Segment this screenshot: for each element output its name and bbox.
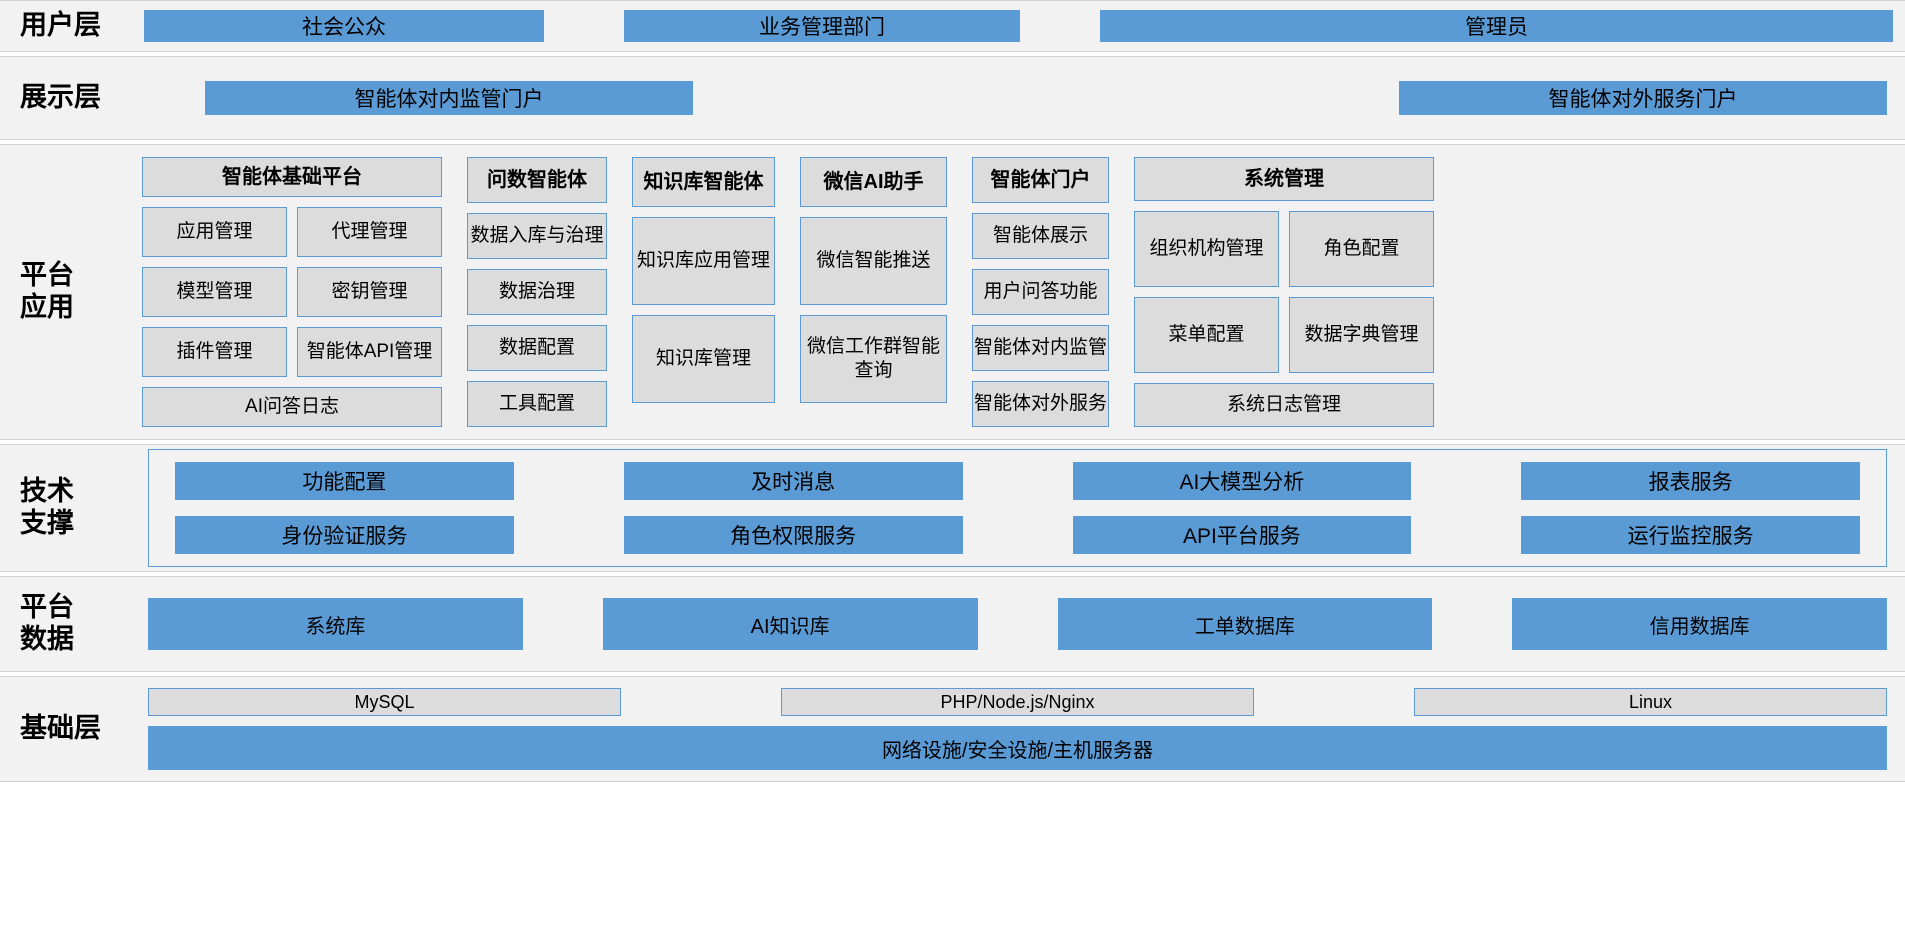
agent-external-service-box[interactable]: 智能体对外服务	[972, 381, 1109, 427]
data-ingestion-governance-box[interactable]: 数据入库与治理	[467, 213, 607, 259]
wechat-group-smart-query-box[interactable]: 微信工作群智能查询	[800, 315, 947, 403]
tool-configuration-box[interactable]: 工具配置	[467, 381, 607, 427]
layer-label-technical-support: 技术 支撑	[20, 476, 74, 538]
column-head-system-management[interactable]: 系统管理	[1134, 157, 1434, 201]
layer-body-platform-data: 系统库 AI知识库 工单数据库 信用数据库	[140, 577, 1905, 671]
layer-platform-application: 平台 应用 智能体基础平台 应用管理 代理管理 模型管理 密钥管理 插件管理 智…	[0, 144, 1905, 440]
layer-body-user: 社会公众 业务管理部门 管理员	[140, 1, 1905, 51]
platform-column-knowledge-base-agent: 知识库智能体 知识库应用管理 知识库管理	[632, 157, 775, 427]
credit-database-box[interactable]: 信用数据库	[1512, 598, 1887, 650]
ai-large-model-analysis-box[interactable]: AI大模型分析	[1072, 462, 1412, 500]
layer-label-platform-data: 平台 数据	[20, 592, 74, 654]
platform-row: 模型管理 密钥管理	[142, 267, 442, 317]
platform-row: 插件管理 智能体API管理	[142, 327, 442, 377]
column-head-wechat-ai-assistant[interactable]: 微信AI助手	[800, 157, 947, 207]
user-box-business-dept[interactable]: 业务管理部门	[624, 10, 1020, 42]
layer-infrastructure: 基础层 MySQL PHP/Node.js/Nginx Linux 网络设施/安…	[0, 676, 1905, 782]
user-box-admin[interactable]: 管理员	[1100, 10, 1893, 42]
data-dictionary-management-box[interactable]: 数据字典管理	[1289, 297, 1434, 373]
ai-knowledge-base-box[interactable]: AI知识库	[602, 598, 978, 650]
org-structure-management-box[interactable]: 组织机构管理	[1134, 211, 1279, 287]
key-management-box[interactable]: 密钥管理	[297, 267, 442, 317]
platform-row: 应用管理 代理管理	[142, 207, 442, 257]
identity-authentication-service-box[interactable]: 身份验证服务	[175, 516, 514, 554]
user-qa-function-box[interactable]: 用户问答功能	[972, 269, 1109, 315]
platform-row: 菜单配置 数据字典管理	[1134, 297, 1434, 373]
column-head-agent-base[interactable]: 智能体基础平台	[142, 157, 442, 197]
knowledge-base-app-management-box[interactable]: 知识库应用管理	[632, 217, 775, 305]
ai-qa-log-box[interactable]: AI问答日志	[142, 387, 442, 427]
layer-body-presentation: 智能体对内监管门户 智能体对外服务门户	[140, 57, 1905, 139]
linux-box[interactable]: Linux	[1414, 688, 1887, 716]
agent-internal-supervision-box[interactable]: 智能体对内监管	[972, 325, 1109, 371]
app-management-box[interactable]: 应用管理	[142, 207, 287, 257]
system-database-box[interactable]: 系统库	[148, 598, 523, 650]
layer-label-user: 用户层	[20, 10, 101, 41]
agent-proxy-management-box[interactable]: 代理管理	[297, 207, 442, 257]
network-security-host-server-box[interactable]: 网络设施/安全设施/主机服务器	[148, 726, 1887, 770]
layer-technical-support: 技术 支撑 功能配置 及时消息 AI大模型分析 报表服务 身份验证服务 角色权限…	[0, 444, 1905, 572]
menu-configuration-box[interactable]: 菜单配置	[1134, 297, 1279, 373]
agent-api-management-box[interactable]: 智能体API管理	[297, 327, 442, 377]
data-configuration-box[interactable]: 数据配置	[467, 325, 607, 371]
plugin-management-box[interactable]: 插件管理	[142, 327, 287, 377]
role-configuration-box[interactable]: 角色配置	[1289, 211, 1434, 287]
platform-column-data-query-agent: 问数智能体 数据入库与治理 数据治理 数据配置 工具配置	[467, 157, 607, 427]
infrastructure-row-1: MySQL PHP/Node.js/Nginx Linux	[148, 688, 1887, 716]
layer-label-platform-application: 平台 应用	[20, 260, 74, 322]
model-management-box[interactable]: 模型管理	[142, 267, 287, 317]
agent-showcase-box[interactable]: 智能体展示	[972, 213, 1109, 259]
technical-support-frame: 功能配置 及时消息 AI大模型分析 报表服务 身份验证服务 角色权限服务 API…	[148, 449, 1887, 567]
layer-label-infrastructure: 基础层	[20, 713, 101, 744]
platform-row: 组织机构管理 角色配置	[1134, 211, 1434, 287]
report-service-box[interactable]: 报表服务	[1521, 462, 1860, 500]
php-node-nginx-box[interactable]: PHP/Node.js/Nginx	[781, 688, 1254, 716]
mysql-box[interactable]: MySQL	[148, 688, 621, 716]
technical-support-row-1: 功能配置 及时消息 AI大模型分析 报表服务	[175, 462, 1860, 500]
layer-user: 用户层 社会公众 业务管理部门 管理员	[0, 0, 1905, 52]
column-head-agent-portal[interactable]: 智能体门户	[972, 157, 1109, 203]
technical-support-row-2: 身份验证服务 角色权限服务 API平台服务 运行监控服务	[175, 516, 1860, 554]
layer-body-platform-application: 智能体基础平台 应用管理 代理管理 模型管理 密钥管理 插件管理 智能体API管…	[140, 145, 1905, 439]
layer-platform-data: 平台 数据 系统库 AI知识库 工单数据库 信用数据库	[0, 576, 1905, 672]
wechat-smart-push-box[interactable]: 微信智能推送	[800, 217, 947, 305]
platform-column-agent-portal: 智能体门户 智能体展示 用户问答功能 智能体对内监管 智能体对外服务	[972, 157, 1109, 427]
platform-column-agent-base: 智能体基础平台 应用管理 代理管理 模型管理 密钥管理 插件管理 智能体API管…	[142, 157, 442, 427]
layer-body-technical-support: 功能配置 及时消息 AI大模型分析 报表服务 身份验证服务 角色权限服务 API…	[140, 445, 1905, 571]
system-log-management-box[interactable]: 系统日志管理	[1134, 383, 1434, 427]
platform-column-system-management: 系统管理 组织机构管理 角色配置 菜单配置 数据字典管理 系统日志管理	[1134, 157, 1434, 427]
presentation-box-external-portal[interactable]: 智能体对外服务门户	[1399, 81, 1887, 115]
presentation-box-internal-portal[interactable]: 智能体对内监管门户	[205, 81, 693, 115]
layer-label-presentation: 展示层	[20, 82, 101, 113]
user-box-public[interactable]: 社会公众	[144, 10, 544, 42]
platform-column-wechat-ai-assistant: 微信AI助手 微信智能推送 微信工作群智能查询	[800, 157, 947, 427]
column-head-data-query-agent[interactable]: 问数智能体	[467, 157, 607, 203]
instant-message-box[interactable]: 及时消息	[623, 462, 963, 500]
layer-body-infrastructure: MySQL PHP/Node.js/Nginx Linux 网络设施/安全设施/…	[140, 677, 1905, 781]
role-permission-service-box[interactable]: 角色权限服务	[623, 516, 963, 554]
function-configuration-box[interactable]: 功能配置	[175, 462, 514, 500]
api-platform-service-box[interactable]: API平台服务	[1072, 516, 1412, 554]
knowledge-base-management-box[interactable]: 知识库管理	[632, 315, 775, 403]
work-order-database-box[interactable]: 工单数据库	[1057, 598, 1433, 650]
data-governance-box[interactable]: 数据治理	[467, 269, 607, 315]
column-head-knowledge-base-agent[interactable]: 知识库智能体	[632, 157, 775, 207]
layer-presentation: 展示层 智能体对内监管门户 智能体对外服务门户	[0, 56, 1905, 140]
runtime-monitoring-service-box[interactable]: 运行监控服务	[1521, 516, 1860, 554]
